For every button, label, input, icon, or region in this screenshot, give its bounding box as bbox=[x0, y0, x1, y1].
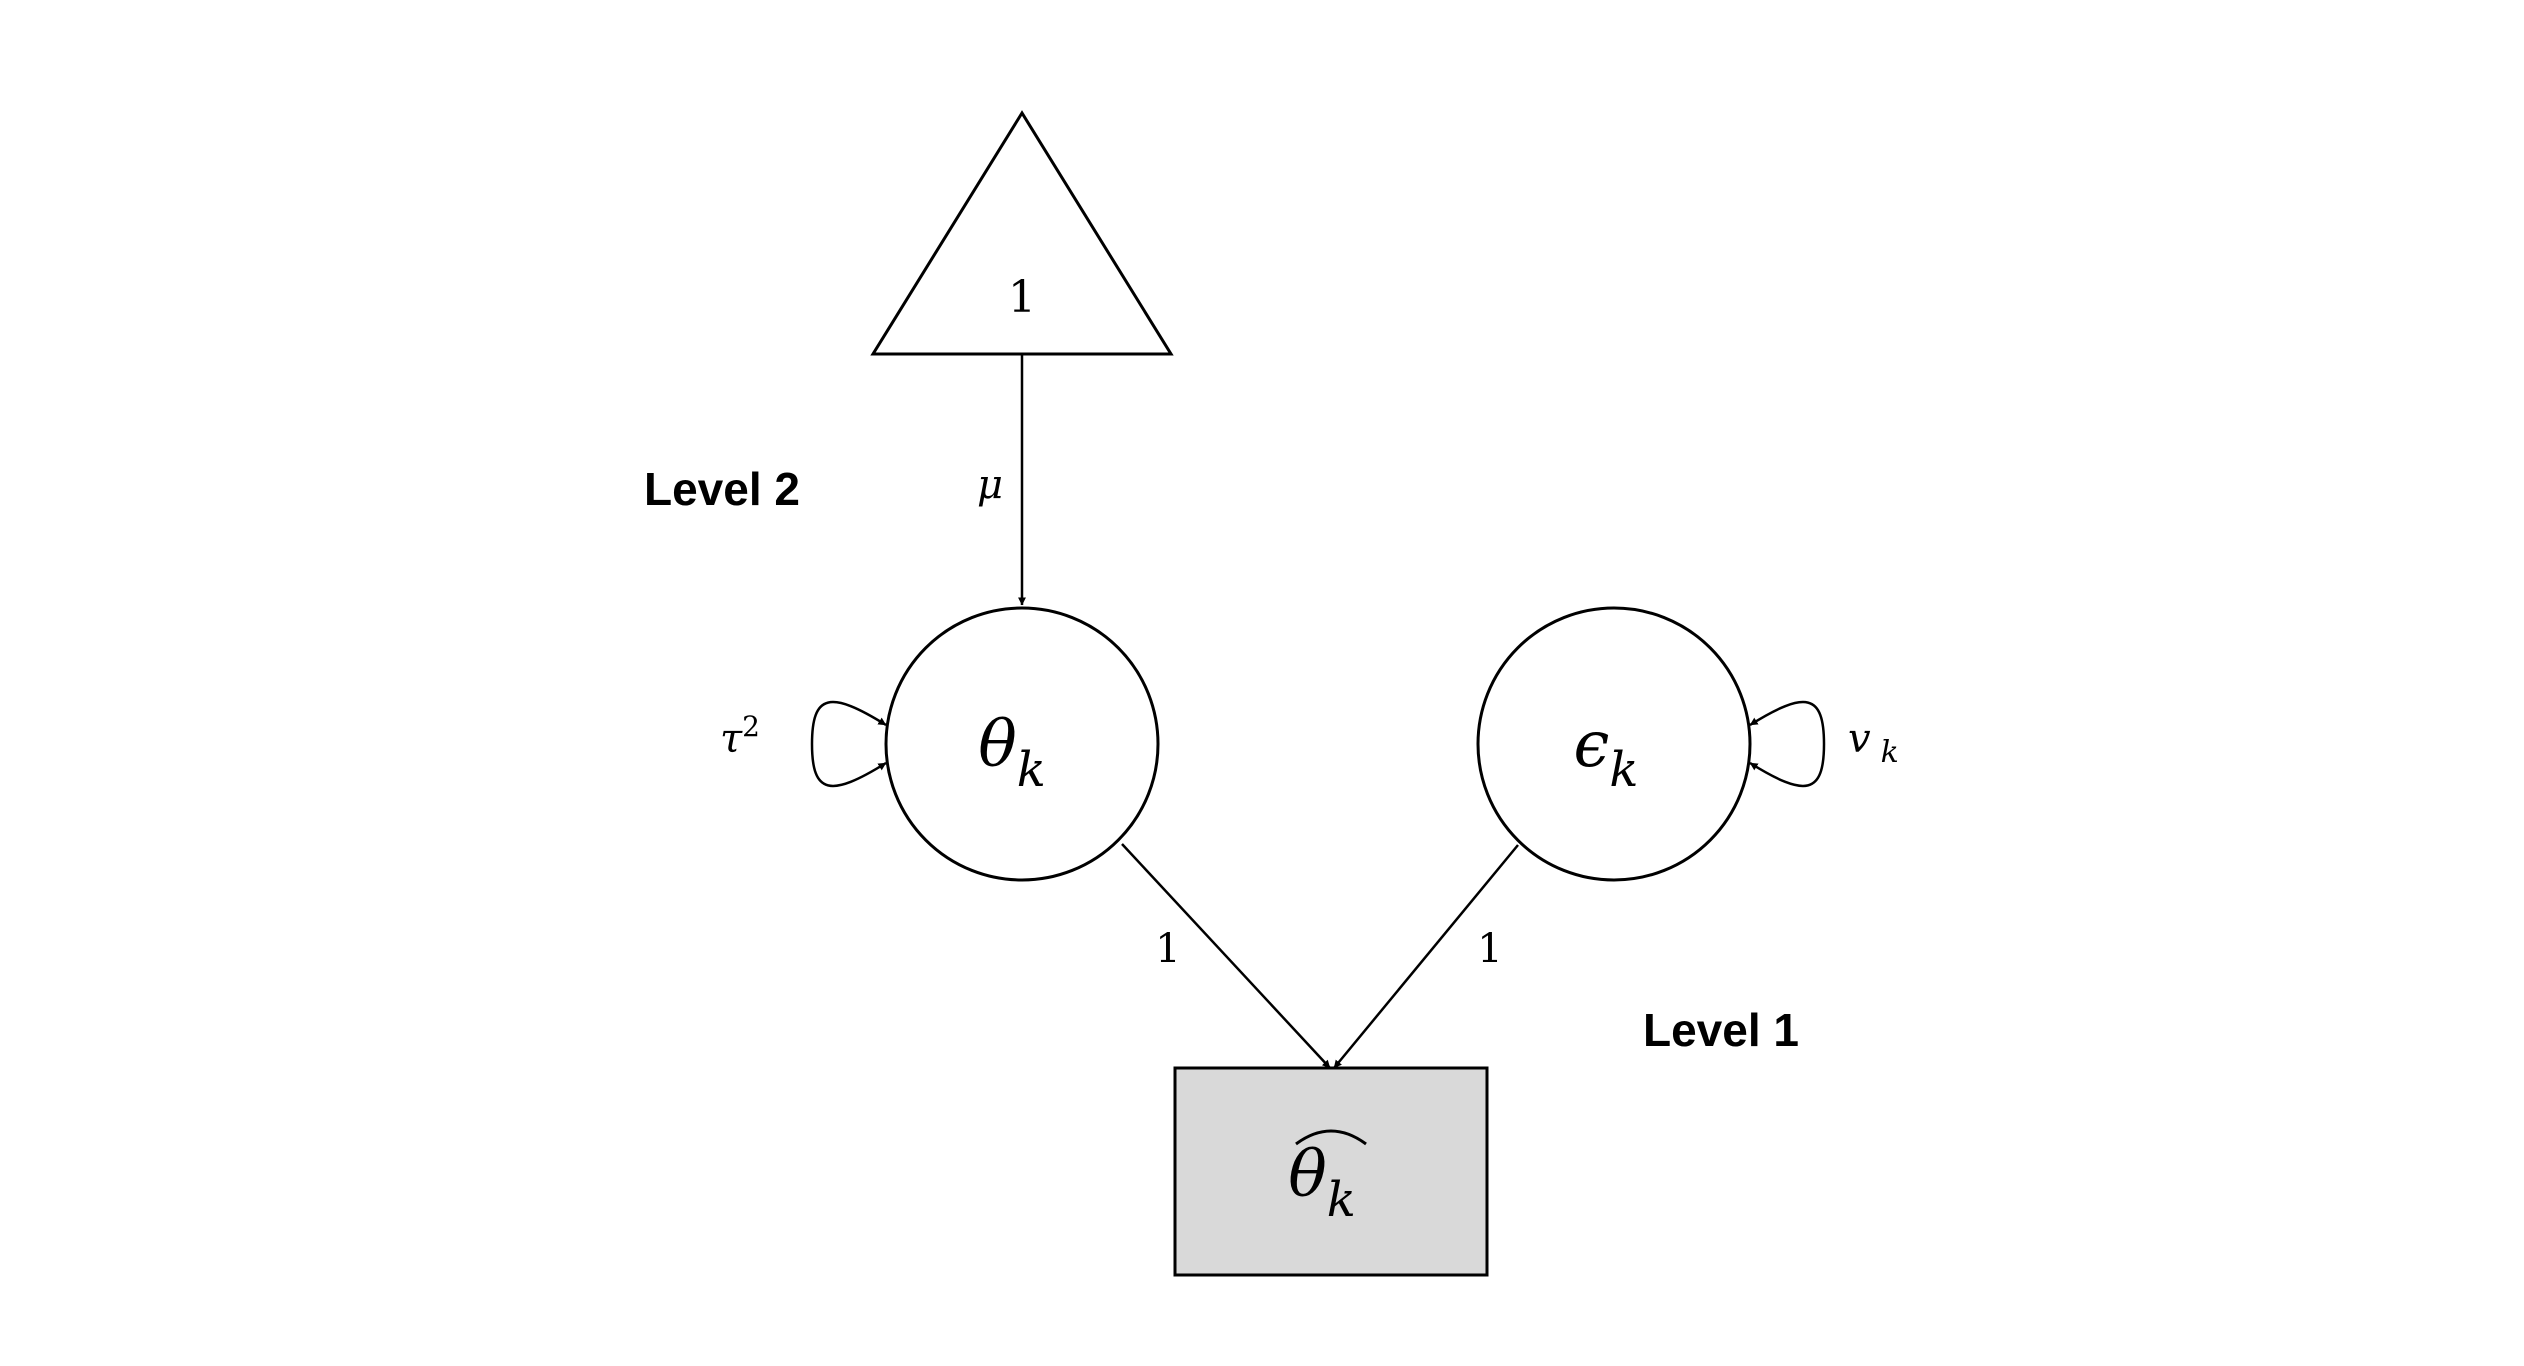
error-variance-loop bbox=[1749, 700, 1826, 788]
observed-estimate-label: θk bbox=[1288, 1138, 1356, 1228]
latent-true-symbol: θ bbox=[978, 708, 1017, 782]
latent-error-subscript: k bbox=[1609, 742, 1638, 798]
error-variance-symbol: v bbox=[1848, 716, 1871, 762]
latent-error-node: ϵk bbox=[1476, 606, 1752, 882]
observed-estimate-node: θk bbox=[1173, 1066, 1489, 1277]
observed-estimate-subscript: k bbox=[1327, 1172, 1356, 1228]
constant-node: 1 bbox=[870, 110, 1174, 356]
level-1-label: Level 1 bbox=[1643, 1004, 1799, 1056]
latent-true-subscript: k bbox=[1017, 742, 1046, 798]
error-to-observed-arrow bbox=[1333, 844, 1519, 1069]
true-variance-power: 2 bbox=[742, 710, 760, 743]
observed-estimate-symbol: θ bbox=[1288, 1138, 1327, 1212]
observed-estimate-hat bbox=[1295, 1129, 1367, 1146]
latent-true-node: θk bbox=[884, 606, 1160, 882]
latent-true-label: θk bbox=[978, 708, 1046, 798]
latent-error-symbol: ϵ bbox=[1574, 708, 1610, 782]
error-to-observed-label: 1 bbox=[1477, 926, 1502, 972]
level-2-label: Level 2 bbox=[644, 463, 800, 515]
true-to-observed-arrow bbox=[1121, 843, 1331, 1069]
true-variance-loop bbox=[810, 700, 887, 788]
true-to-observed-label: 1 bbox=[1155, 926, 1180, 972]
error-variance-subscript: k bbox=[1881, 735, 1899, 770]
mean-path-label: μ bbox=[977, 462, 1003, 508]
constant-label: 1 bbox=[1008, 272, 1036, 323]
latent-error-label: ϵk bbox=[1574, 708, 1639, 798]
observed-estimate-box bbox=[1173, 1066, 1489, 1277]
true-variance-label: τ2 bbox=[720, 710, 760, 762]
true-variance-symbol: τ bbox=[720, 716, 743, 762]
